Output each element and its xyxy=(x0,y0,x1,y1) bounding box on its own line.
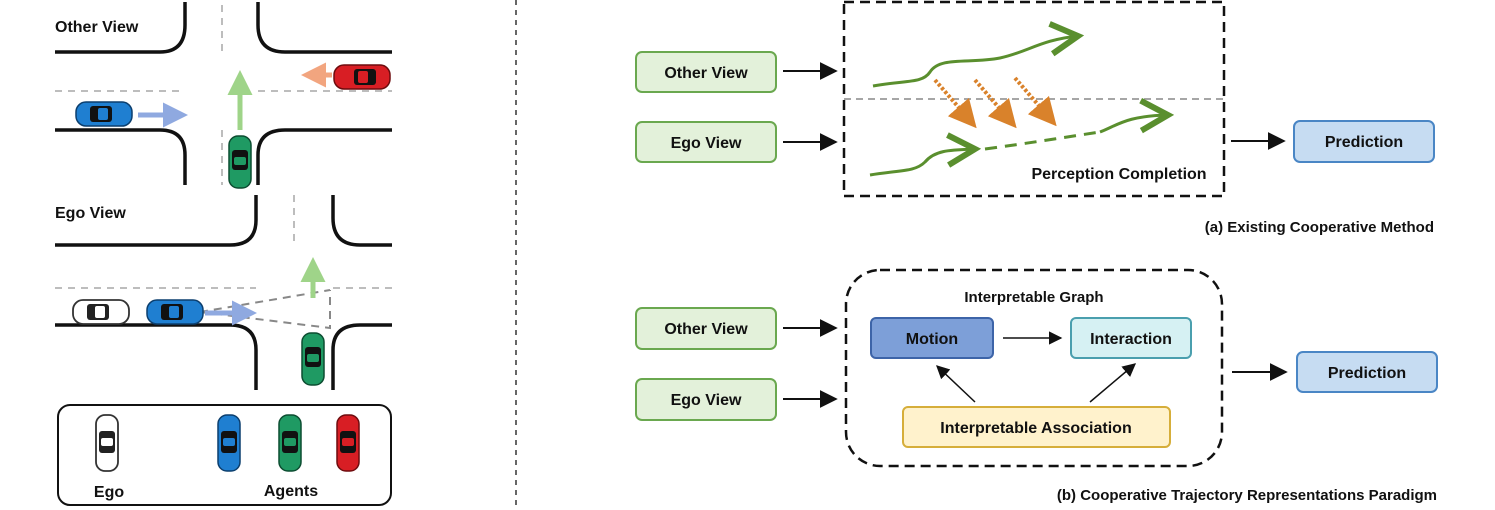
legend-blue-agent-car xyxy=(217,414,241,472)
a-completion-arrow xyxy=(1013,76,1057,127)
b-motion-label: Motion xyxy=(906,331,958,348)
legend-ego-car xyxy=(95,414,119,472)
road-curb xyxy=(256,128,392,185)
b-other-view-box xyxy=(635,307,777,350)
a-prediction-label: Prediction xyxy=(1325,134,1403,151)
road-curb xyxy=(55,128,187,185)
blue-agent-car xyxy=(75,101,133,127)
b-ego-view-label: Ego View xyxy=(671,392,742,409)
panel-a: Other View Ego View Perception Completio… xyxy=(635,0,1435,236)
b-ego-view-box xyxy=(635,378,777,421)
legend-ego-label: Ego xyxy=(94,484,124,501)
a-caption: (a) Existing Cooperative Method xyxy=(1205,219,1434,236)
b-interaction-label: Interaction xyxy=(1090,331,1172,348)
a-perception-completion-label: Perception Completion xyxy=(1031,166,1206,183)
panel-b: Other View Ego View Interpretable Graph … xyxy=(635,268,1438,504)
a-other-view-trajectory xyxy=(872,36,1078,88)
a-other-view-box xyxy=(635,51,777,93)
b-association-label: Interpretable Association xyxy=(940,420,1131,437)
a-completion-arrow xyxy=(933,78,977,129)
blue-agent-car xyxy=(146,299,204,325)
other-view-scene: Other View xyxy=(55,2,392,189)
b-graph-box xyxy=(844,268,1224,468)
a-ego-trajectory-dashed xyxy=(984,130,1101,151)
a-prediction-box xyxy=(1293,120,1435,163)
ego-car xyxy=(72,299,130,325)
road-curb xyxy=(331,195,392,247)
b-association-to-motion-arrow xyxy=(936,365,976,403)
a-other-view-label: Other View xyxy=(664,65,748,82)
road-curb xyxy=(55,195,258,247)
b-other-view-label: Other View xyxy=(664,321,748,338)
a-ego-view-label: Ego View xyxy=(671,135,742,152)
b-motion-box xyxy=(870,317,994,359)
a-ego-trajectory-end xyxy=(1099,115,1168,134)
road-curb xyxy=(55,323,258,390)
legend-red-agent-car xyxy=(336,414,360,472)
a-ego-view-box xyxy=(635,121,777,163)
a-completion-arrow xyxy=(973,78,1017,129)
red-agent-car xyxy=(333,64,391,90)
b-prediction-box xyxy=(1296,351,1438,393)
legend-agents-label: Agents xyxy=(264,483,318,500)
legend: Ego Agents xyxy=(57,404,392,506)
ego-view-scene: Ego View xyxy=(55,195,392,390)
ego-view-scene-label: Ego View xyxy=(55,205,126,222)
b-association-box xyxy=(902,406,1171,448)
b-interaction-box xyxy=(1070,317,1192,359)
b-prediction-label: Prediction xyxy=(1328,365,1406,382)
b-caption: (b) Cooperative Trajectory Representatio… xyxy=(1057,487,1437,504)
road-curb xyxy=(256,2,392,54)
green-agent-car xyxy=(301,332,325,386)
road-curb xyxy=(55,2,187,54)
road-curb xyxy=(331,323,392,390)
green-agent-car xyxy=(228,135,252,189)
other-view-scene-label: Other View xyxy=(55,19,139,36)
legend-green-agent-car xyxy=(278,414,302,472)
b-graph-title: Interpretable Graph xyxy=(964,289,1103,306)
a-ego-trajectory-solid xyxy=(869,149,975,177)
b-association-to-interaction-arrow xyxy=(1089,363,1137,403)
